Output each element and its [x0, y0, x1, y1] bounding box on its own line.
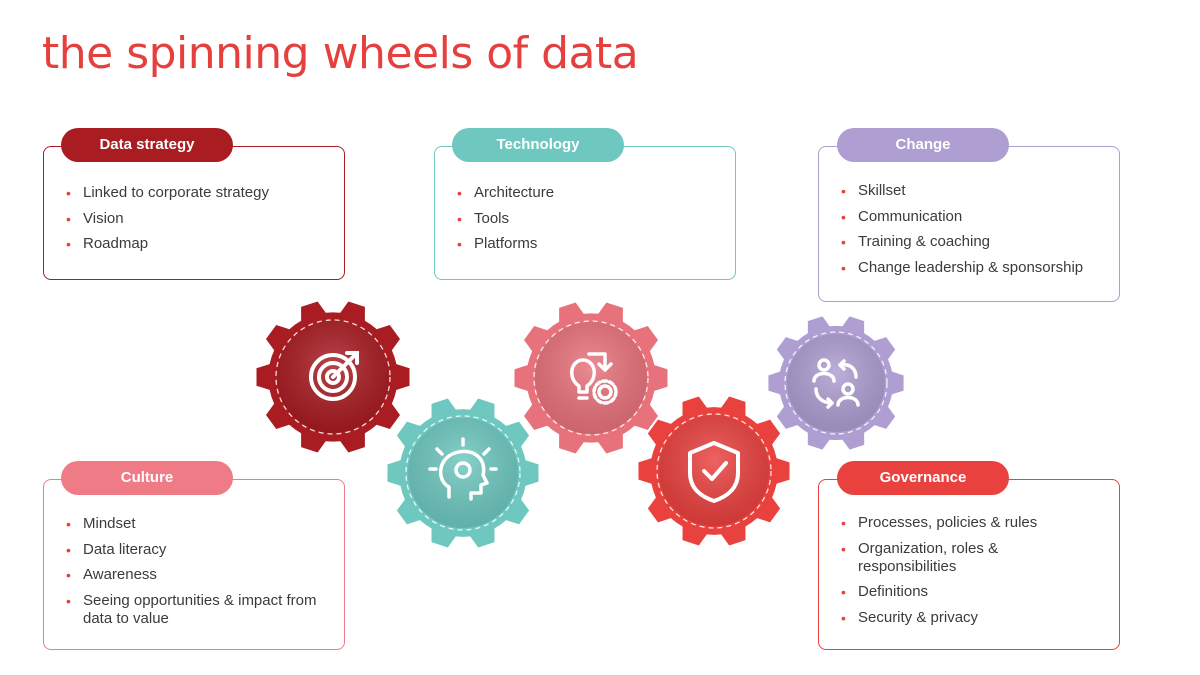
data-strategy-list: Linked to corporate strategy Vision Road…	[61, 184, 344, 253]
gear-body	[256, 301, 410, 453]
list-item: Processes, policies & rules	[836, 514, 1078, 532]
rotation-arrow	[656, 413, 772, 529]
gear-technology	[514, 302, 668, 454]
rotation-arrow	[784, 331, 888, 435]
list-item: Skillset	[836, 182, 1119, 200]
panel-culture: Mindset Data literacy Awareness Seeing o…	[43, 479, 345, 650]
list-item: Training & coaching	[836, 233, 1119, 251]
list-item: Platforms	[452, 235, 735, 253]
change-pill: Change	[837, 128, 1009, 162]
panel-data-strategy: Linked to corporate strategy Vision Road…	[43, 146, 345, 280]
list-item: Vision	[61, 210, 344, 228]
list-item: Roadmap	[61, 235, 344, 253]
culture-list: Mindset Data literacy Awareness Seeing o…	[61, 515, 323, 628]
shield-check-icon	[688, 441, 740, 503]
list-item: Change leadership & sponsorship	[836, 259, 1119, 277]
lightbulb-gear-icon	[570, 352, 618, 405]
technology-list: Architecture Tools Platforms	[452, 184, 735, 253]
data-strategy-pill: Data strategy	[61, 128, 233, 162]
technology-pill: Technology	[452, 128, 624, 162]
gear-governance	[638, 396, 790, 546]
panel-governance: Processes, policies & rules Organization…	[818, 479, 1120, 650]
list-item: Data literacy	[61, 541, 323, 559]
list-item: Architecture	[452, 184, 735, 202]
list-item: Communication	[836, 208, 1119, 226]
culture-pill: Culture	[61, 461, 233, 495]
list-item: Awareness	[61, 566, 323, 584]
gear-change	[768, 316, 904, 450]
gear-body	[638, 396, 790, 546]
rotation-arrow	[405, 415, 521, 531]
target-arrow-icon	[309, 351, 359, 401]
change-list: Skillset Communication Training & coachi…	[836, 182, 1119, 277]
gear-body	[514, 302, 668, 454]
list-item: Security & privacy	[836, 609, 1036, 627]
panel-change: Skillset Communication Training & coachi…	[818, 146, 1120, 302]
gear-data-strategy	[256, 301, 410, 453]
head-gear-icon	[428, 437, 498, 501]
governance-pill: Governance	[837, 461, 1009, 495]
list-item: Organization, roles & responsibilities	[836, 540, 1036, 576]
list-item: Linked to corporate strategy	[61, 184, 344, 202]
list-item: Tools	[452, 210, 735, 228]
panel-technology: Architecture Tools Platforms	[434, 146, 736, 280]
rotation-arrow	[275, 319, 391, 435]
gear-culture	[387, 398, 539, 548]
governance-list: Processes, policies & rules Organization…	[836, 514, 1037, 627]
people-exchange-icon	[812, 358, 860, 409]
list-item: Mindset	[61, 515, 323, 533]
rotation-arrow	[533, 320, 649, 436]
page-title: the spinning wheels of data	[42, 28, 639, 79]
gear-body	[768, 316, 904, 450]
gear-body	[387, 398, 539, 548]
list-item: Seeing opportunities & impact from data …	[61, 592, 323, 628]
list-item: Definitions	[836, 583, 1036, 601]
